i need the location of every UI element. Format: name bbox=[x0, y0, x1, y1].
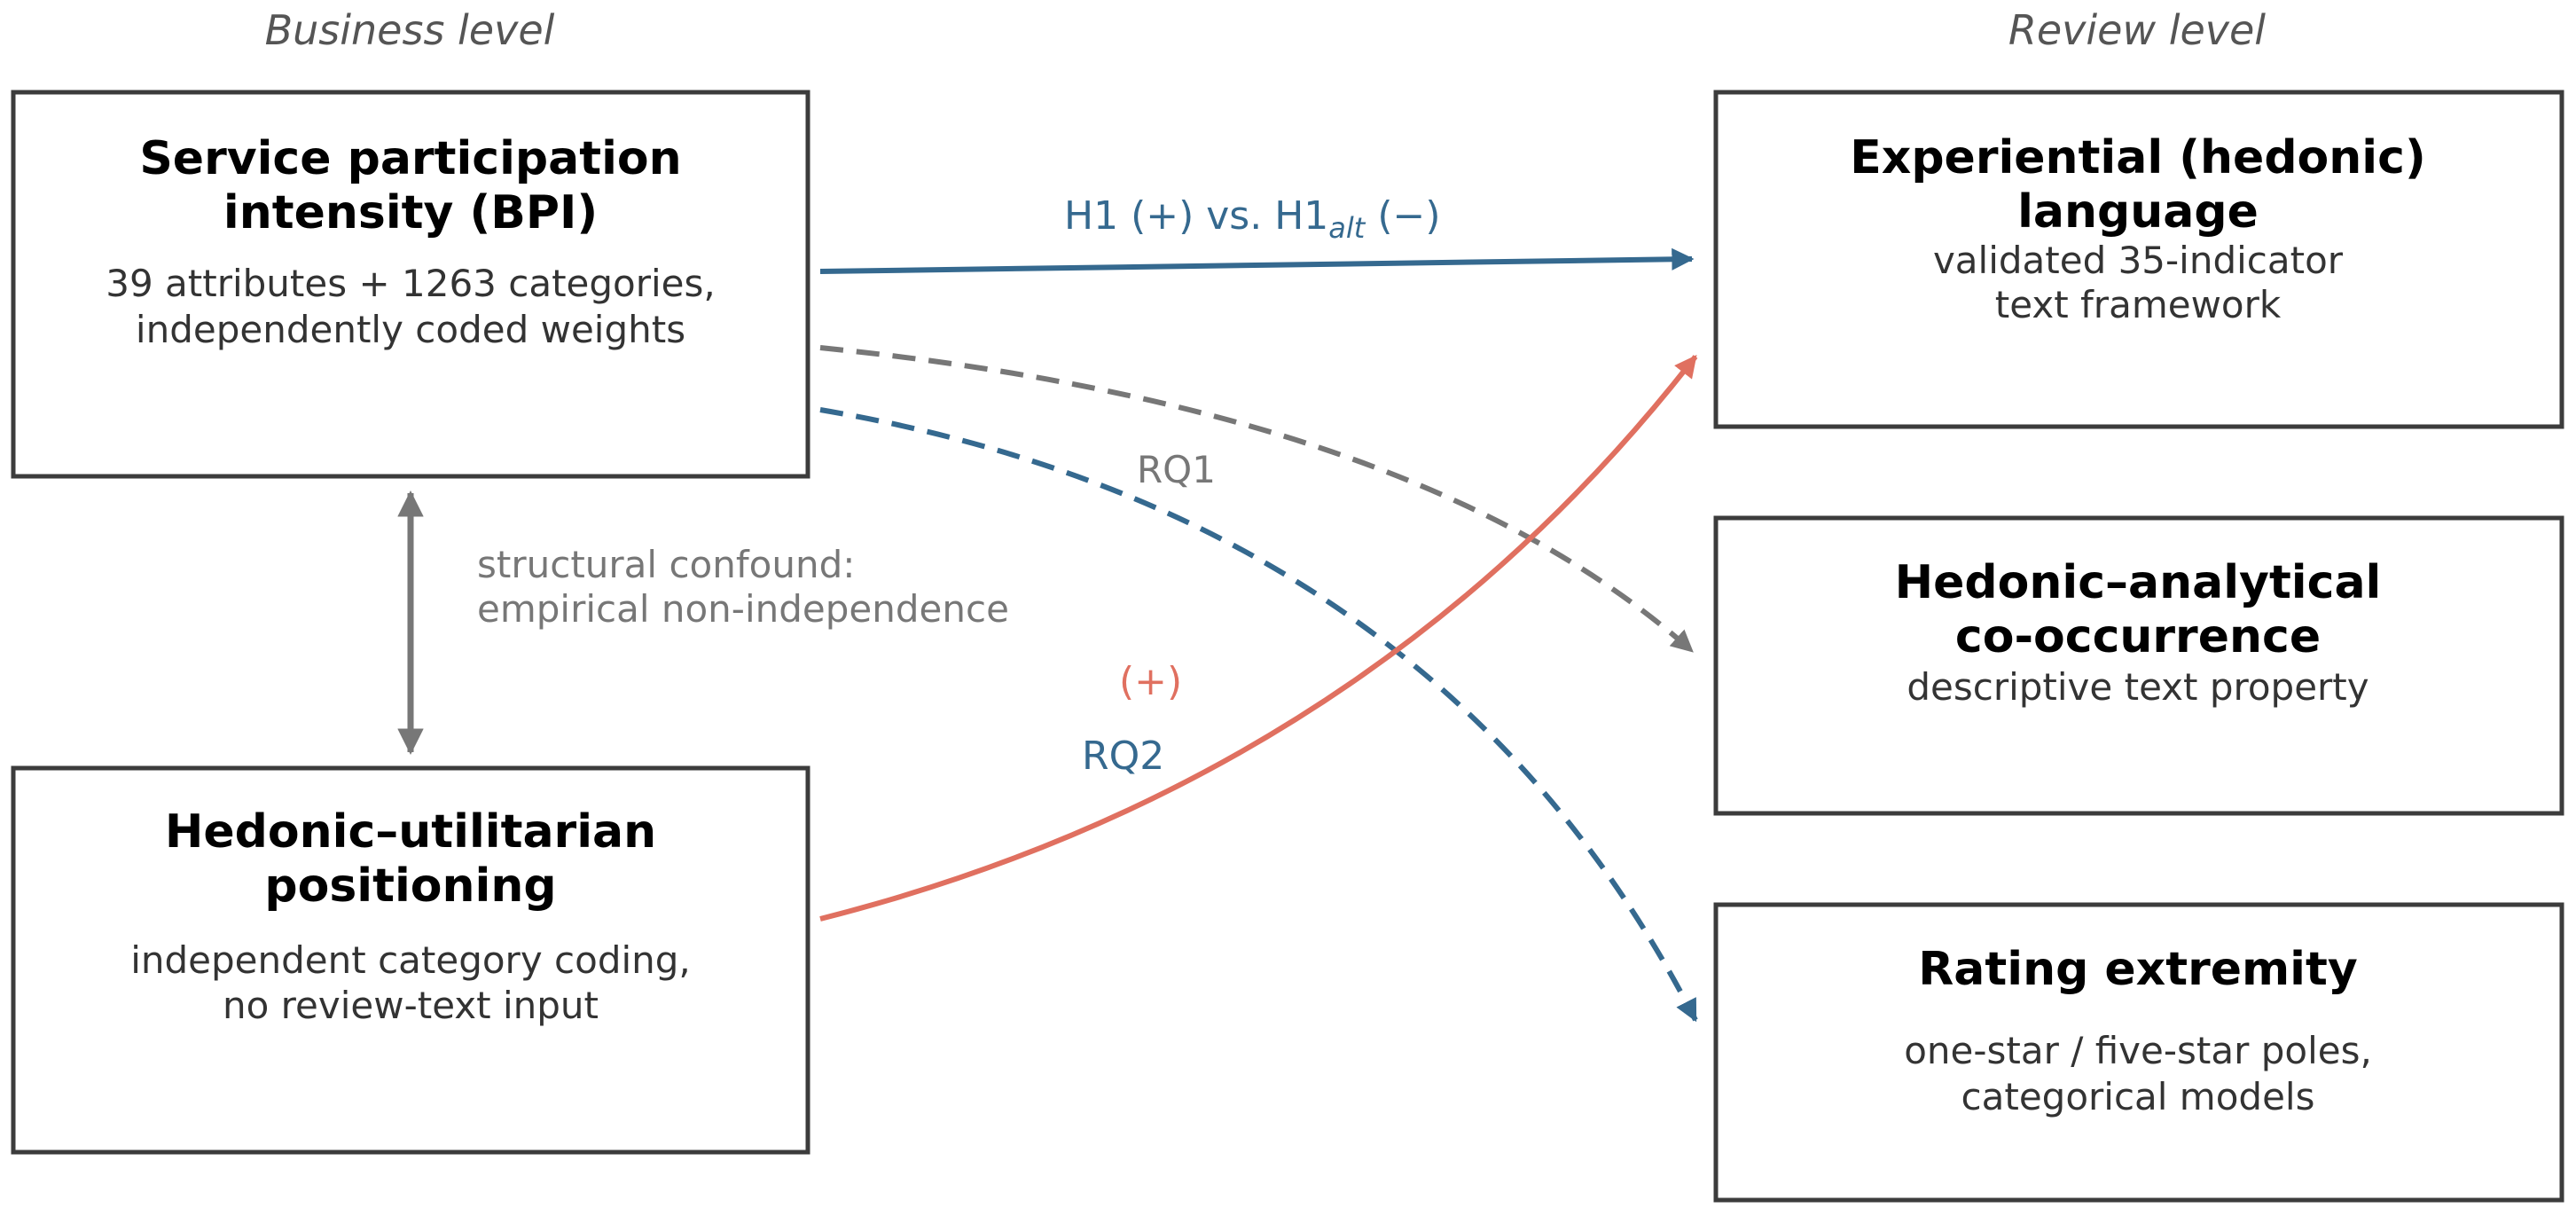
rating-desc-line-1: one-star / five-star poles, bbox=[1904, 1029, 2372, 1072]
h1-arrow bbox=[819, 247, 1695, 274]
h1-label-tail: (−) bbox=[1365, 193, 1440, 239]
h1-label: H1 (+) vs. H1alt (−) bbox=[1064, 193, 1441, 245]
h1-label-subscript: alt bbox=[1328, 211, 1366, 245]
rating-desc-line-2: categorical models bbox=[1961, 1075, 2315, 1118]
experiential-language-box-frame bbox=[1713, 90, 2564, 429]
review-level-heading: Review level bbox=[2008, 6, 2266, 54]
cooccurrence-title-line-1: Hedonic–analytical bbox=[1895, 556, 2382, 609]
business-level-heading: Business level bbox=[265, 6, 555, 54]
hedonic-utilitarian-title-line-2: positioning bbox=[264, 859, 556, 913]
hedonic-utilitarian-box-frame bbox=[11, 765, 810, 1155]
cooccurrence-desc-line-1: descriptive text property bbox=[1907, 665, 2369, 709]
experiential-desc-line-1: validated 35-indicator bbox=[1933, 239, 2344, 282]
rq1-label: RQ1 bbox=[1137, 448, 1216, 491]
experiential-title-line-1: Experiential (hedonic) bbox=[1850, 131, 2425, 184]
hedonic-utilitarian-title-line-1: Hedonic–utilitarian bbox=[165, 805, 656, 859]
cooccurrence-box: Hedonic–analytical co-occurrence descrip… bbox=[1713, 515, 2564, 816]
bpi-title-line-2: intensity (BPI) bbox=[223, 186, 598, 239]
experiential-title-line-2: language bbox=[2017, 185, 2259, 239]
rq2-arrow bbox=[819, 407, 1698, 1023]
hedonic-utilitarian-box: Hedonic–utilitarian positioning independ… bbox=[11, 765, 810, 1155]
rating-title-line-1: Rating extremity bbox=[1918, 943, 2358, 996]
bpi-box-frame bbox=[11, 90, 810, 479]
confound-label-line-1: structural confound: bbox=[477, 543, 855, 586]
bpi-title-line-1: Service participation bbox=[139, 132, 681, 185]
h1-label-main: H1 (+) vs. H1 bbox=[1064, 193, 1328, 239]
rating-extremity-box-frame bbox=[1713, 902, 2564, 1203]
hedonic-utilitarian-desc-line-2: no review-text input bbox=[223, 984, 599, 1027]
cooccurrence-title-line-2: co-occurrence bbox=[1955, 610, 2321, 663]
experiential-desc-line-2: text framework bbox=[1995, 283, 2282, 326]
bpi-desc-line-2: independently coded weights bbox=[136, 308, 685, 351]
rating-extremity-box: Rating extremity one-star / five-star po… bbox=[1713, 902, 2564, 1203]
bpi-box: Service participation intensity (BPI) 39… bbox=[11, 90, 810, 479]
confound-label-line-2: empirical non-independence bbox=[477, 587, 1009, 631]
rq2-label: RQ2 bbox=[1082, 734, 1164, 779]
cooccurrence-box-frame bbox=[1713, 515, 2564, 816]
experiential-language-box: Experiential (hedonic) language validate… bbox=[1713, 90, 2564, 429]
positive-effect-label: (+) bbox=[1119, 659, 1182, 704]
positive-effect-arrow bbox=[819, 355, 1698, 922]
rq1-arrow bbox=[819, 345, 1694, 654]
hedonic-utilitarian-desc-line-1: independent category coding, bbox=[130, 938, 691, 982]
bpi-desc-line-1: 39 attributes + 1263 categories, bbox=[106, 262, 716, 305]
